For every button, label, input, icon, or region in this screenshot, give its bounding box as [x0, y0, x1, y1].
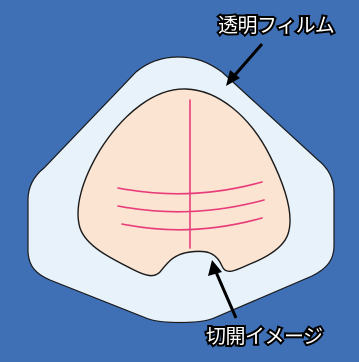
- incision-image-label: 切開イメージ: [206, 320, 323, 349]
- transparent-film-label: 透明フィルム: [218, 9, 334, 38]
